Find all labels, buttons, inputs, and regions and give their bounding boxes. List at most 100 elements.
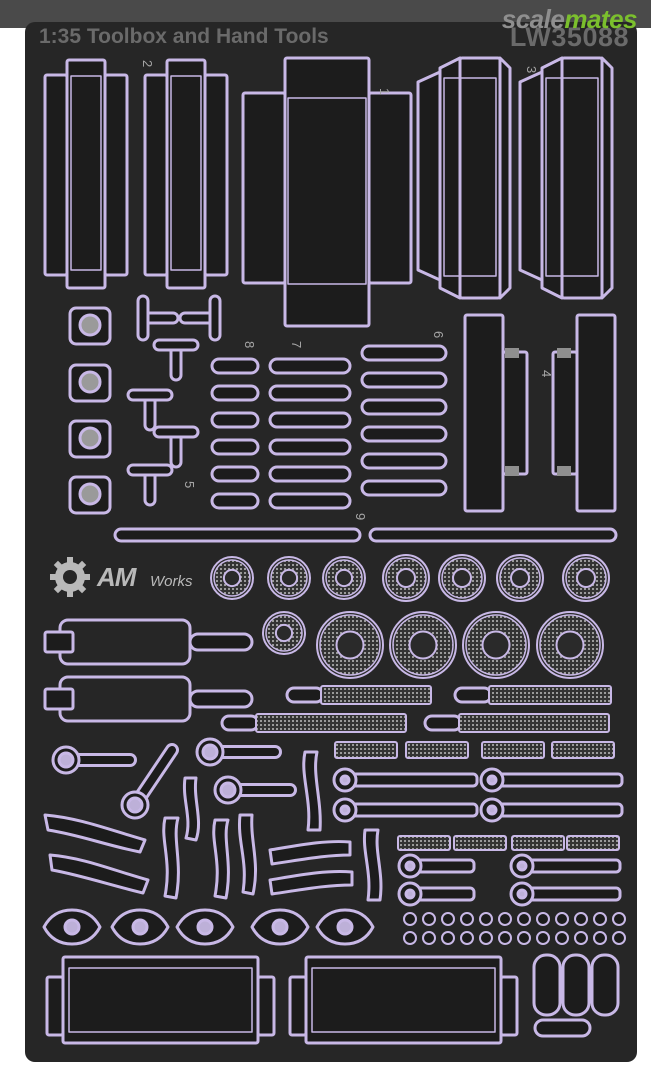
toolbox-end-bevel xyxy=(438,56,462,300)
handle-bar xyxy=(188,689,254,709)
toolbox-end-flap xyxy=(416,70,442,282)
bottom-panel-flap xyxy=(288,975,308,1037)
hinge-panel xyxy=(575,313,617,513)
hinge-tab xyxy=(557,466,571,476)
ring-wrench-ring-hole xyxy=(201,743,219,761)
ratchet-head-hole xyxy=(404,888,416,900)
ratchet-head-hole xyxy=(339,774,351,786)
slot-bar-7 xyxy=(268,492,352,510)
ratchet-handle xyxy=(520,886,622,902)
toolbox-side-flap xyxy=(203,73,229,277)
clasp-hole xyxy=(131,918,149,936)
bottom-panel xyxy=(61,955,260,1045)
logo-works-text: Works xyxy=(150,573,193,590)
small-washer xyxy=(403,931,417,945)
t-handle-wrench xyxy=(136,294,180,342)
bent-tool xyxy=(162,816,180,900)
toolbox-fold-line xyxy=(287,97,367,285)
bent-tool xyxy=(237,813,257,896)
t-handle-wrench xyxy=(152,338,200,382)
part-number-7: 7 xyxy=(289,341,304,348)
sheet-title: 1:35 Toolbox and Hand Tools xyxy=(39,25,329,48)
toolbox-end-panel xyxy=(560,56,604,300)
large-gear-cog-hub xyxy=(555,630,585,660)
small-washer xyxy=(403,912,417,926)
t-handle-wrench xyxy=(178,294,222,342)
part-number-4: 4 xyxy=(539,370,554,377)
socket-strip xyxy=(481,741,545,759)
rasp-file-blade xyxy=(458,713,610,733)
gear-cog-hub xyxy=(576,568,596,588)
small-washer xyxy=(517,931,531,945)
slot-bar-6 xyxy=(360,425,448,443)
toolbox-side-panel xyxy=(165,58,207,290)
watermark-mates: mates xyxy=(564,4,637,34)
bent-tool xyxy=(182,776,200,842)
chain-link xyxy=(533,1018,592,1038)
small-washer xyxy=(612,931,626,945)
small-washer xyxy=(555,912,569,926)
gear-icon xyxy=(50,557,90,597)
washer-hole xyxy=(78,482,102,506)
toolbox-end-bevel xyxy=(540,56,564,300)
toolbox-fold-line xyxy=(170,75,202,271)
clasp-hole xyxy=(196,918,214,936)
bottom-panel-fold xyxy=(68,967,253,1033)
slot-bar-7 xyxy=(268,465,352,483)
hinge-leaf xyxy=(501,350,529,476)
toolbox-end-panel xyxy=(458,56,502,300)
toolbox-fold-line xyxy=(443,77,497,277)
large-gear-cog-hub xyxy=(335,630,365,660)
bottom-panel-fold xyxy=(311,967,496,1033)
hinge-tab xyxy=(505,348,519,358)
small-washer xyxy=(612,912,626,926)
slot-bar-7 xyxy=(268,384,352,402)
part-number-1: 1 xyxy=(377,88,392,95)
slot-bar-6 xyxy=(360,344,448,362)
slot-bar-6 xyxy=(360,479,448,497)
small-washer xyxy=(498,931,512,945)
slot-bar-7 xyxy=(268,357,352,375)
ratchet-handle xyxy=(490,772,624,788)
socket-strip xyxy=(405,741,469,759)
toolbox-handle-frame xyxy=(58,618,192,666)
handle-mount xyxy=(43,630,75,654)
rasp-file-blade xyxy=(320,685,432,705)
toolbox-end-bevel xyxy=(498,56,512,300)
part-number-2: 2 xyxy=(140,60,155,67)
toolbox-handle-frame xyxy=(58,675,192,723)
toolbox-end-bevel xyxy=(600,56,614,300)
slot-bar-8 xyxy=(210,357,260,375)
small-washer xyxy=(536,931,550,945)
small-washer xyxy=(517,912,531,926)
ratchet-head-hole xyxy=(404,860,416,872)
large-gear-cog-hub xyxy=(481,630,511,660)
small-washer xyxy=(593,912,607,926)
ratchet-handle xyxy=(343,772,479,788)
bottom-panel-flap xyxy=(256,975,276,1037)
slot-bar-8 xyxy=(210,384,260,402)
hinge-tab xyxy=(557,348,571,358)
bent-tool xyxy=(302,750,322,832)
small-washer xyxy=(441,931,455,945)
gear-cog-hub xyxy=(334,568,354,588)
slot-bar-8 xyxy=(210,438,260,456)
small-washer xyxy=(460,931,474,945)
small-washer xyxy=(555,931,569,945)
ratchet-head-hole xyxy=(516,860,528,872)
toolbox-side-flap xyxy=(143,73,169,277)
slot-bar-8 xyxy=(210,465,260,483)
rasp-file-handle xyxy=(453,686,493,704)
socket-strip xyxy=(566,835,620,851)
small-washer xyxy=(479,931,493,945)
toolbox-lid-flap xyxy=(367,91,413,285)
part-number-3: 3 xyxy=(524,66,539,73)
washer-hole xyxy=(78,370,102,394)
watermark-logo: scalemates xyxy=(502,4,638,35)
small-washer xyxy=(498,912,512,926)
bent-tool xyxy=(362,828,383,902)
small-washer xyxy=(574,931,588,945)
hinge-tab xyxy=(505,466,519,476)
small-washer xyxy=(460,912,474,926)
t-handle-wrench xyxy=(126,388,174,432)
